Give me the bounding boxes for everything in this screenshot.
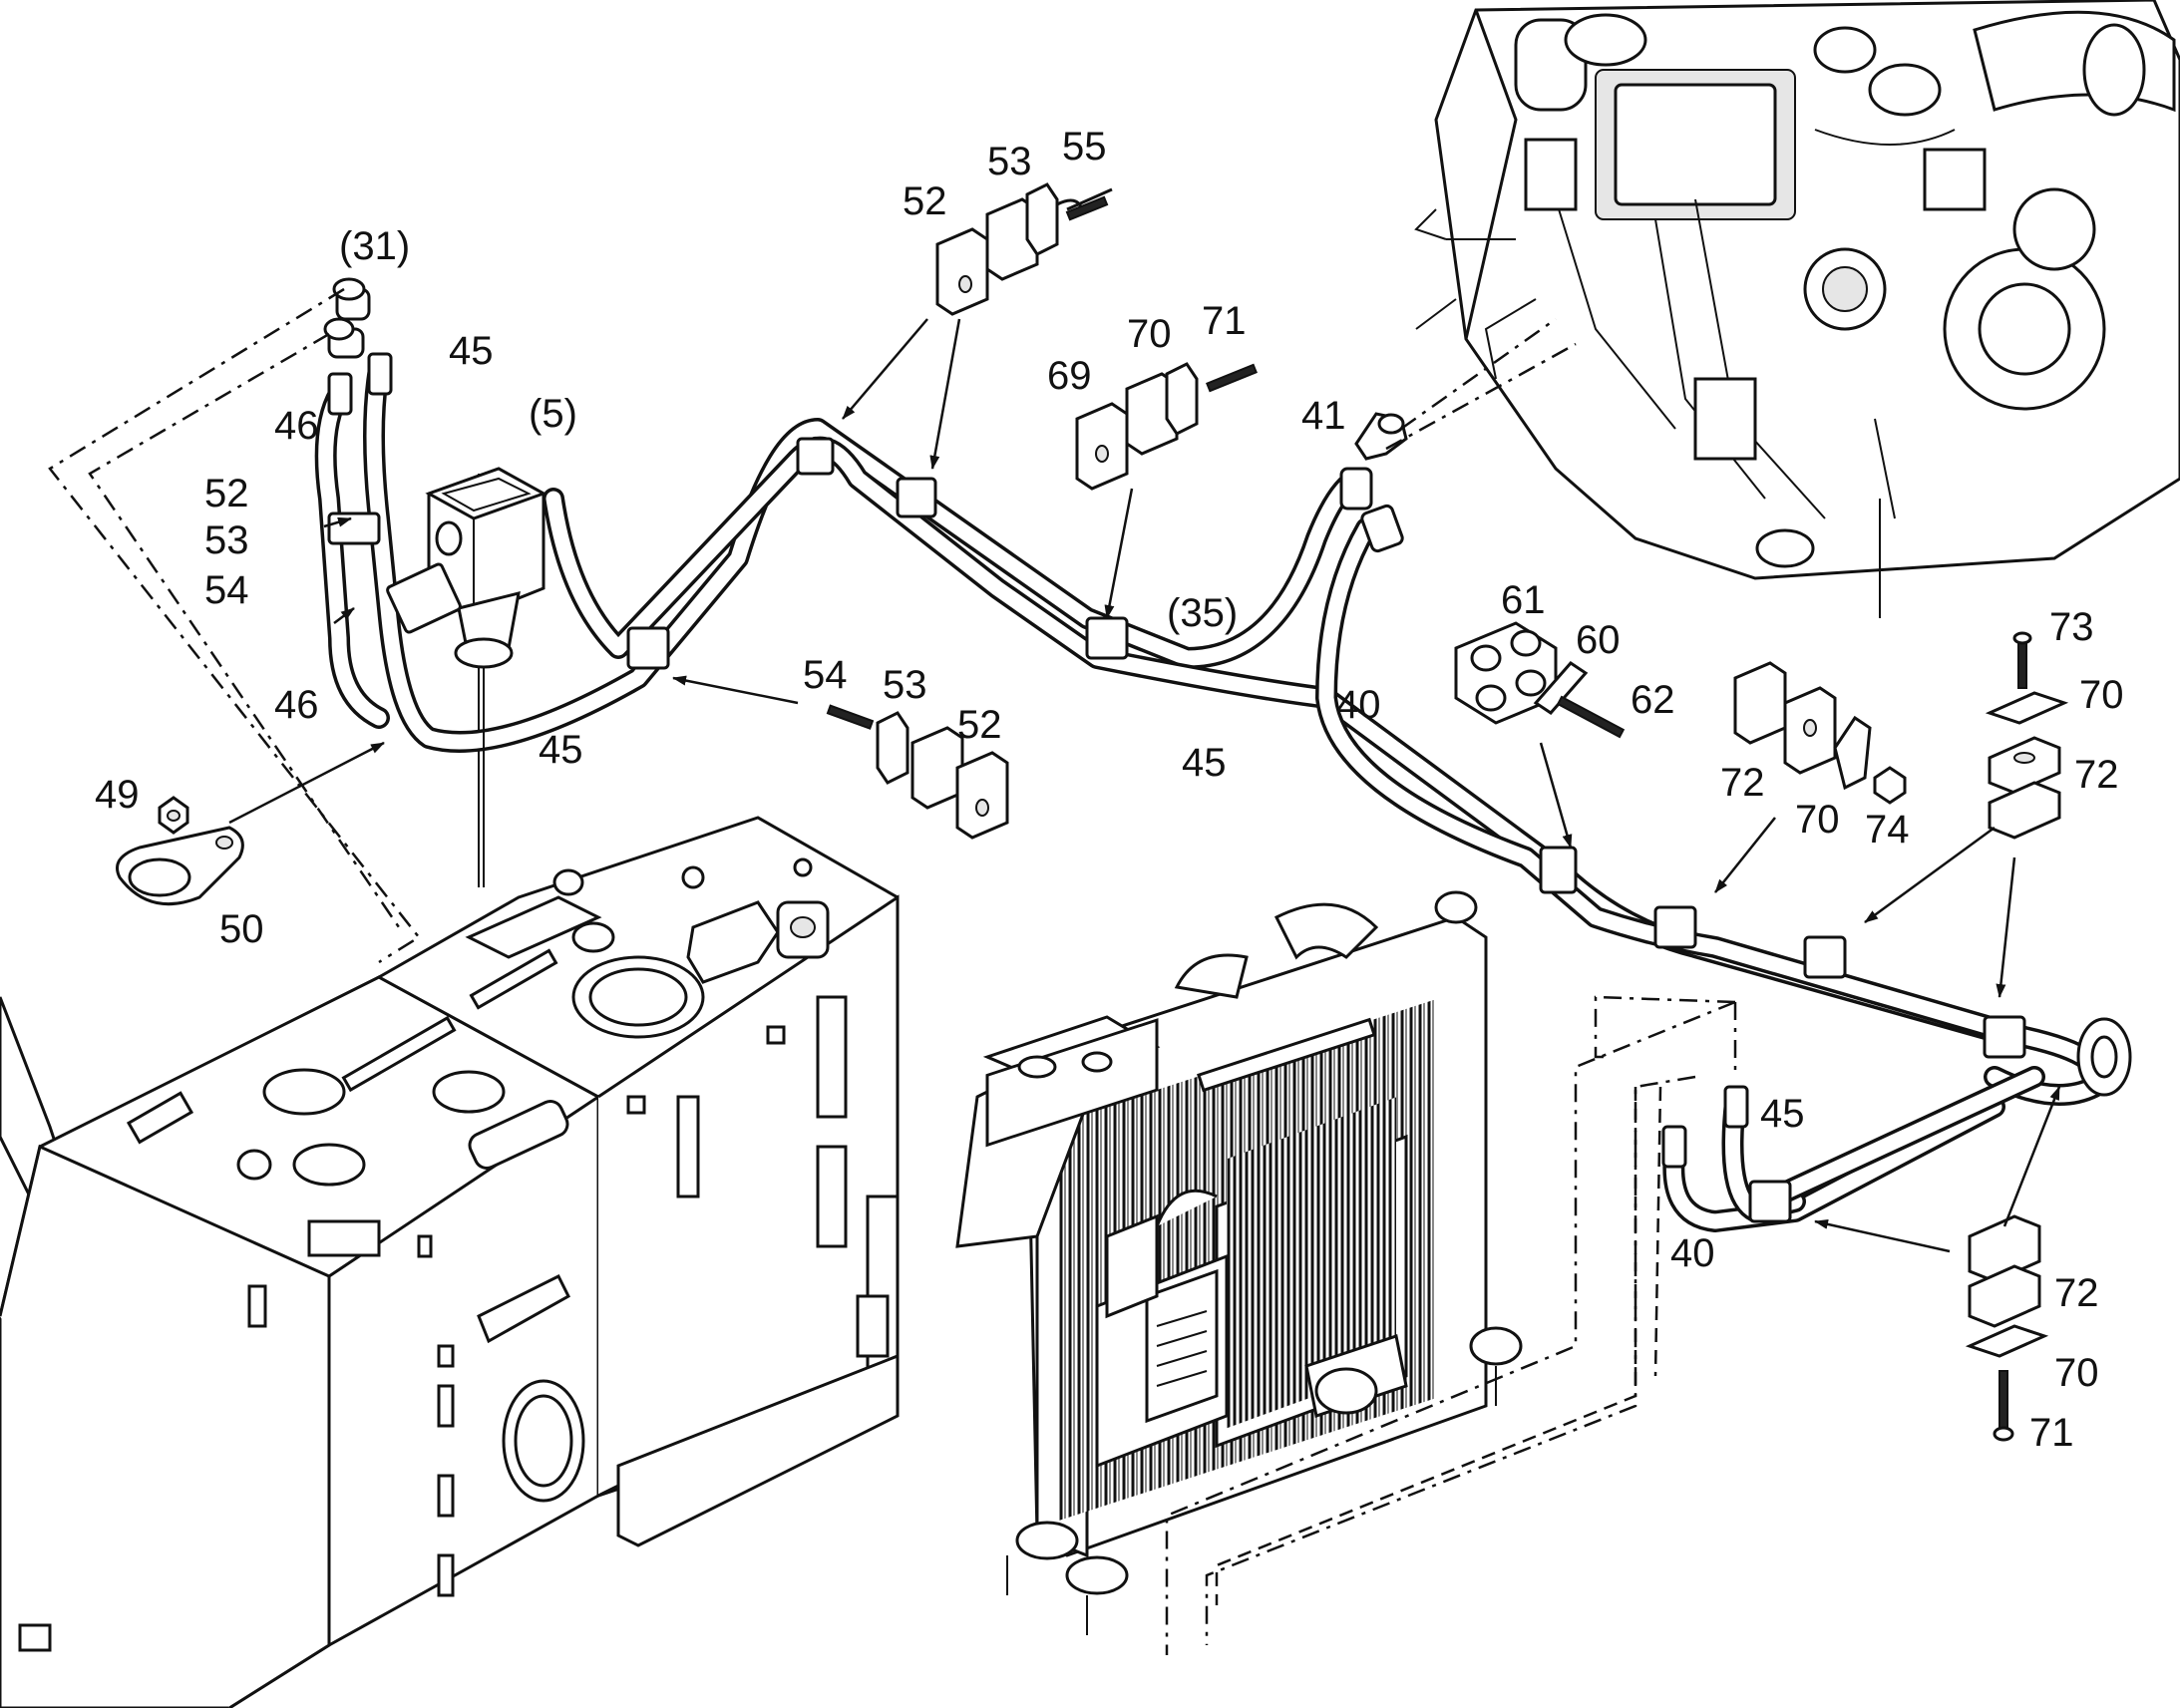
callout-45-left: 45 [539, 728, 583, 772]
callout-70-right-top: 70 [2079, 673, 2124, 717]
callout-45-right: 45 [1760, 1092, 1805, 1136]
callout-62: 62 [1631, 678, 1675, 722]
elbow-fitting-41 [1354, 412, 1408, 461]
hose-clamps [327, 437, 2026, 1223]
p-clamp-49-50 [116, 796, 244, 906]
callout-45-center: 45 [1182, 741, 1227, 785]
clamp-set-61-60-62 [1454, 621, 1626, 739]
callout-72-right-top: 72 [2074, 753, 2119, 797]
engine [1414, 0, 2180, 618]
callout-70-center: 70 [1795, 798, 1840, 842]
callout-50: 50 [219, 907, 264, 951]
callout-69: 69 [1047, 354, 1092, 398]
callout-35: (35) [1167, 591, 1238, 635]
callout-54-left: 54 [204, 568, 249, 612]
pointer-arrows [228, 318, 2061, 1253]
callout-52-left: 52 [204, 472, 249, 515]
callout-40-lower: 40 [1670, 1231, 1715, 1275]
callout-5: (5) [529, 392, 577, 436]
callout-46-top: 46 [274, 404, 319, 448]
callout-71-bottom: 71 [2029, 1411, 2074, 1455]
callout-54-center: 54 [803, 653, 848, 697]
callout-31: (31) [339, 224, 410, 268]
callout-45-top: 45 [449, 329, 494, 373]
fuel-filter [386, 467, 547, 887]
callout-61: 61 [1501, 578, 1546, 622]
callout-71-top: 71 [1202, 299, 1247, 343]
clamp-set-52-53-55 [935, 182, 1113, 316]
callout-70-top: 70 [1127, 312, 1172, 356]
callout-73: 73 [2049, 605, 2094, 649]
callout-40-upper: 40 [1336, 683, 1381, 727]
callout-labels: (31) 46 45 (5) 52 53 54 46 45 49 50 52 5… [95, 125, 2124, 1455]
clamp-set-73-70-72-top [1985, 631, 2069, 840]
callout-55: 55 [1062, 125, 1107, 169]
callout-74: 74 [1865, 808, 1910, 852]
fittings-31-46 [323, 277, 371, 359]
dashed-lines [48, 287, 1737, 1655]
callout-46-bottom: 46 [274, 683, 319, 727]
callout-72-bottom: 72 [2054, 1271, 2099, 1315]
callout-53-left: 53 [204, 518, 249, 562]
clamp-set-72-70-74 [1733, 661, 1907, 805]
radiator [955, 890, 1523, 1635]
clamp-set-72-70-71-bottom [1965, 1214, 2049, 1442]
callout-49: 49 [95, 773, 140, 817]
callout-53-top: 53 [987, 140, 1032, 183]
clamp-set-54-53-52 [826, 704, 1009, 840]
callout-60: 60 [1576, 618, 1621, 662]
callout-53-center: 53 [883, 663, 927, 707]
callout-72-center: 72 [1720, 761, 1765, 805]
callout-52-top: 52 [903, 179, 947, 223]
callout-70-bottom: 70 [2054, 1351, 2099, 1395]
fuel-tank [0, 474, 900, 1708]
clamp-set-69-70-71 [1075, 362, 1258, 491]
callout-52-center: 52 [957, 703, 1002, 747]
hoses [314, 352, 2132, 1232]
callout-41: 41 [1301, 394, 1346, 438]
